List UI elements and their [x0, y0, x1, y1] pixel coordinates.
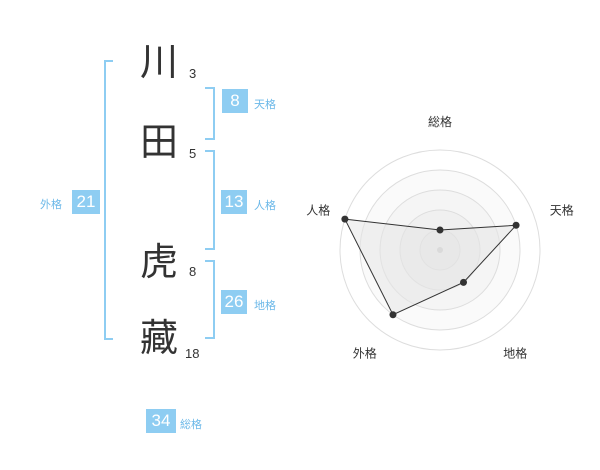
radar-point-総格	[436, 226, 444, 234]
gaikaku-label: 外格	[40, 198, 62, 211]
radar-axis-label-人格: 人格	[306, 202, 330, 217]
stroke-count-3: 8	[189, 264, 197, 279]
stroke-count-1: 3	[189, 66, 197, 81]
radar-axis-label-総格: 総格	[428, 114, 452, 129]
tenkaku-badge: 8	[222, 89, 248, 113]
stroke-count-2: 5	[189, 146, 197, 161]
radar-point-外格	[389, 311, 397, 319]
radar-axis-label-天格: 天格	[550, 202, 574, 217]
radar-area	[344, 218, 518, 316]
jinkaku-label: 人格	[254, 199, 276, 212]
stroke-count-4: 18	[185, 346, 200, 361]
radar-points	[341, 215, 520, 319]
jinkaku-bracket	[205, 150, 215, 250]
chikaku-bracket	[205, 260, 215, 339]
name-char-2: 田	[140, 120, 179, 164]
radar-axis-label-地格: 地格	[503, 346, 527, 361]
soukaku-label: 総格	[180, 418, 202, 431]
chikaku-badge: 26	[221, 290, 247, 314]
gaikaku-badge: 21	[72, 190, 100, 214]
tenkaku-bracket	[205, 87, 215, 140]
jinkaku-badge: 13	[221, 190, 247, 214]
name-char-3: 虎	[140, 240, 179, 284]
name-char-4: 藏	[140, 316, 179, 360]
tenkaku-label: 天格	[254, 98, 276, 111]
radar-axis-label-外格: 外格	[353, 346, 377, 361]
soukaku-badge: 34	[146, 409, 176, 433]
name-char-1: 川	[140, 40, 179, 84]
radar-point-地格	[460, 278, 468, 286]
radar-point-天格	[512, 221, 520, 229]
chikaku-label: 地格	[254, 299, 276, 312]
radar-point-人格	[341, 215, 349, 223]
gaikaku-bracket	[104, 60, 113, 340]
radar-polygon	[344, 218, 518, 316]
